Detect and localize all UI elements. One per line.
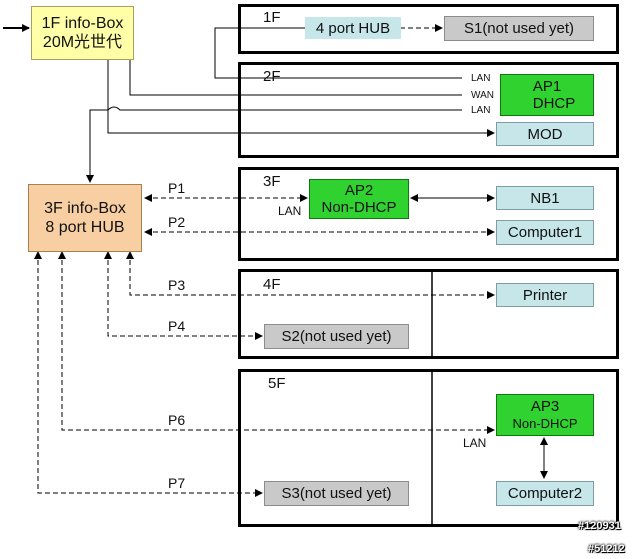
ap1-mode: DHCP [532, 95, 576, 112]
ap1-lan-bottom-label: LAN [471, 105, 491, 116]
device-nb1: NB1 [496, 186, 594, 210]
watermark-top: #120931 [578, 520, 621, 532]
switch-s3: S3(not used yet) [264, 481, 409, 506]
floor-2f-label: 2F [263, 68, 281, 85]
access-point-ap2: AP2 Non-DHCP [309, 179, 409, 219]
ap3-mode: Non-DHCP [512, 416, 578, 431]
port-p7-label: P7 [168, 475, 186, 491]
ap1-lan-to-infobox3-line [89, 106, 462, 170]
ap1-lan-top-label: LAN [471, 73, 491, 84]
infobox-1f-subtitle: 20M光世代 [42, 34, 123, 51]
floor-1f-label: 1F [263, 9, 281, 26]
infobox-1f: 1F info-Box 20M光世代 [31, 6, 134, 60]
floor-3f-label: 3F [263, 173, 281, 190]
device-computer2: Computer2 [496, 481, 594, 506]
infobox-3f-hub: 3F info-Box 8 port HUB [28, 184, 142, 252]
hub-4port: 4 port HUB [305, 17, 401, 39]
port-p6-label: P6 [168, 412, 186, 428]
infobox1-to-mod-line [107, 60, 495, 137]
access-point-ap1: AP1 DHCP [500, 74, 594, 116]
p7-line [34, 251, 263, 497]
port-p3-label: P3 [168, 277, 186, 293]
infobox1-to-ap1-wan-line [129, 40, 462, 96]
switch-s1: S1(not used yet) [444, 16, 594, 41]
switch-s2: S2(not used yet) [264, 324, 409, 349]
ap3-lan-label: LAN [463, 436, 487, 450]
ap2-name: AP2 [344, 182, 374, 199]
infobox-1f-title: 1F info-Box [41, 15, 124, 32]
ap2-mode: Non-DHCP [321, 199, 397, 216]
ap2-lan-label: LAN [278, 204, 302, 218]
infobox-3f-subtitle: 8 port HUB [45, 219, 125, 236]
device-printer: Printer [496, 283, 594, 307]
modem-mod: MOD [496, 122, 594, 146]
port-p1-label: P1 [168, 180, 186, 196]
port-p4-label: P4 [168, 318, 186, 334]
ap3-name: AP3 [530, 398, 560, 415]
ap1-name: AP1 [532, 78, 562, 95]
floor-5f-label: 5F [268, 375, 286, 392]
infobox-3f-title: 3F info-Box [44, 200, 126, 217]
port-p2-label: P2 [168, 214, 186, 230]
access-point-ap3: AP3 Non-DHCP [496, 394, 594, 436]
hub4-to-ap1-line [214, 27, 462, 79]
device-computer1: Computer1 [496, 220, 594, 245]
watermark-bottom: #51212 [588, 543, 625, 555]
floor-4f-label: 4F [263, 276, 281, 293]
ap1-wan-label: WAN [471, 90, 494, 101]
